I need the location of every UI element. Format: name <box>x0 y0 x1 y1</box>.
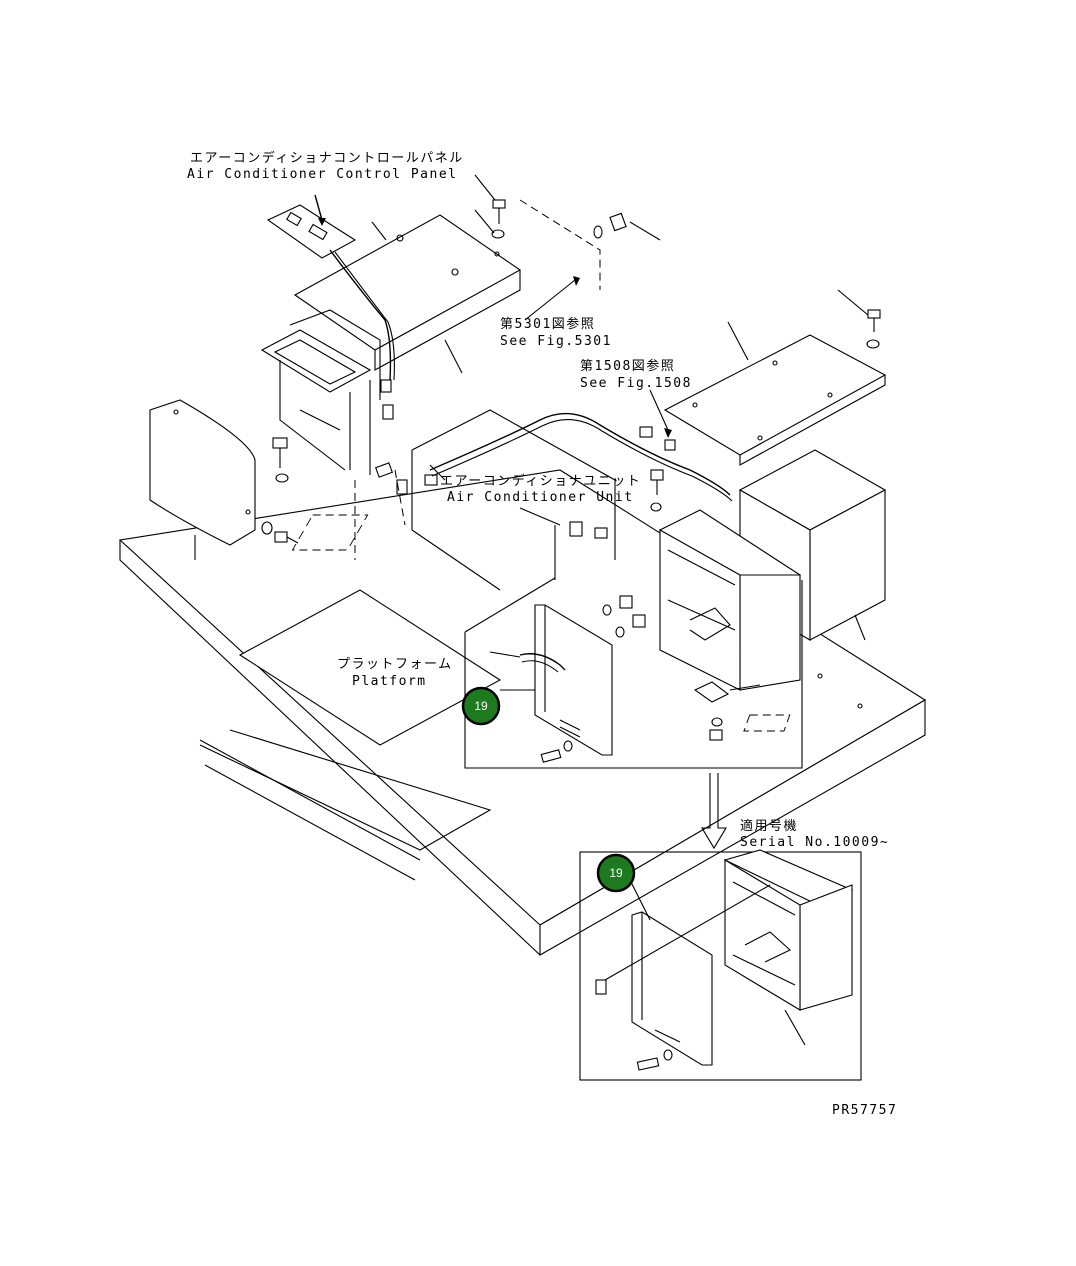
storage-box-lower <box>723 849 854 1046</box>
right-cover-plate <box>663 321 887 466</box>
detail-frame-lower <box>579 851 862 1081</box>
callout-19-lower[interactable]: 19 <box>596 853 636 893</box>
fig5301-label-en: See Fig.5301 <box>500 334 612 349</box>
storage-box <box>658 509 802 691</box>
connector-cluster <box>375 379 676 539</box>
door-panel-upper <box>489 604 613 756</box>
fig5301-label-jp: 第5301図参照 <box>500 316 595 332</box>
callout-number: 19 <box>609 866 623 880</box>
fig1508-label-jp: 第1508図参照 <box>580 358 675 374</box>
side-cover <box>149 399 256 560</box>
unit-label-en: Air Conditioner Unit <box>447 490 634 505</box>
control-panel-plate <box>266 194 357 259</box>
platform-label-en: Platform <box>352 674 427 689</box>
hinge-bracket <box>693 681 791 732</box>
serial-label-en: Serial No.10009~ <box>740 835 889 850</box>
top-cover-plate <box>293 214 522 374</box>
rear-frame <box>260 309 381 475</box>
drawing-number: PR57757 <box>832 1103 897 1118</box>
control-panel-label-jp: エアーコンディショナコントロールパネル <box>190 150 464 166</box>
fig1508-label-en: See Fig.1508 <box>580 376 692 391</box>
unit-label-jp: エアーコンディショナユニット <box>440 473 641 489</box>
platform-label-jp: プラットフォーム <box>337 657 453 672</box>
fasteners <box>261 174 881 763</box>
leader-lines <box>429 276 672 921</box>
control-panel-label-en: Air Conditioner Control Panel <box>187 167 457 182</box>
detail-arrow <box>701 773 727 850</box>
door-panel-lower <box>595 884 771 1071</box>
callout-19-upper[interactable]: 19 <box>461 686 501 726</box>
serial-label-jp: 適用号機 <box>740 818 798 834</box>
air-conditioner-unit <box>411 409 616 591</box>
callout-number: 19 <box>474 699 488 713</box>
